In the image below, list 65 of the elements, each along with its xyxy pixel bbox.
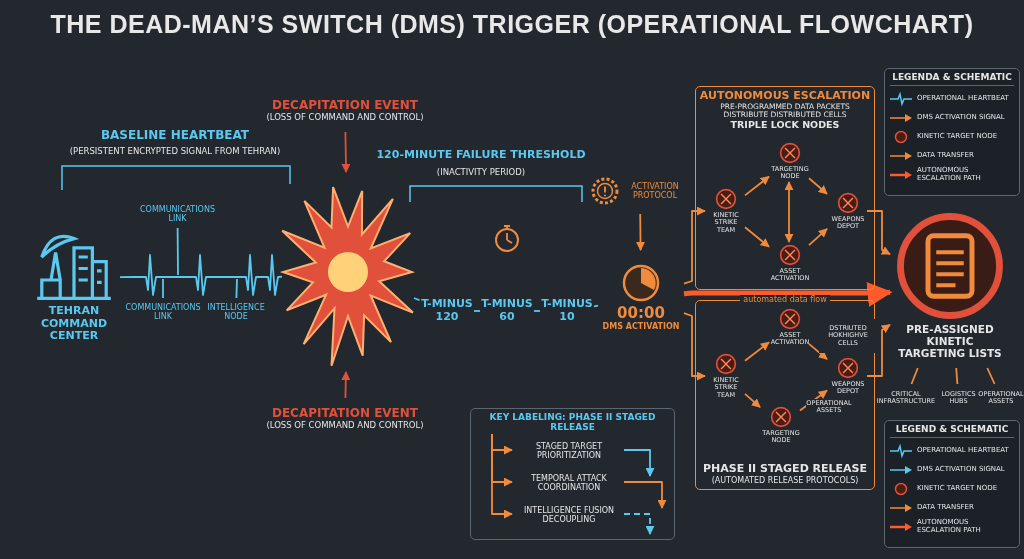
connector-line bbox=[413, 297, 421, 302]
subheading: (PERSISTENT ENCRYPTED SIGNAL FROM TEHRAN) bbox=[68, 146, 282, 156]
leader-line bbox=[176, 227, 179, 276]
node-label: T-MINUS 10 bbox=[540, 288, 594, 334]
group-frame bbox=[695, 300, 875, 490]
heading: BASELINE HEARTBEAT bbox=[99, 128, 251, 142]
connector-line bbox=[910, 367, 919, 385]
key-panel bbox=[470, 408, 675, 540]
heading: DECAPITATION EVENT bbox=[270, 407, 420, 421]
arrow bbox=[784, 181, 794, 243]
group-title: AUTONOMOUS ESCALATION bbox=[698, 90, 872, 103]
group-title: PHASE II STAGED RELEASE bbox=[701, 463, 869, 476]
arrow bbox=[623, 481, 667, 509]
arrow bbox=[623, 449, 655, 477]
connector-line bbox=[533, 310, 541, 312]
arrow bbox=[744, 226, 770, 248]
group-subtitle: (AUTOMATED RELEASE PROTOCOLS) bbox=[710, 475, 860, 485]
leader-line bbox=[162, 278, 164, 299]
node-label: COMMUNICATIONS LINK bbox=[135, 200, 220, 228]
arrow bbox=[808, 343, 828, 360]
group-heading: TRIPLE LOCK NODES bbox=[729, 119, 841, 131]
arrow bbox=[744, 392, 761, 409]
arrow bbox=[866, 323, 891, 377]
legend-title: LEGEND & SCHEMATIC bbox=[890, 424, 1014, 438]
edge-label: automated data flow bbox=[740, 295, 830, 304]
arrow bbox=[683, 282, 893, 307]
heartbeat-line bbox=[119, 254, 283, 296]
subheading: (LOSS OF COMMAND AND CONTROL) bbox=[266, 421, 424, 431]
arrow bbox=[341, 371, 351, 399]
node-label: INTELLIGENCE FUSION DECOUPLING bbox=[513, 501, 625, 529]
node-label: INTELLIGENCE NODE bbox=[205, 298, 267, 326]
group-frame bbox=[695, 86, 875, 290]
node-label: T-MINUS 120 bbox=[420, 288, 474, 334]
node-label: PRE-ASSIGNED KINETIC TARGETING LISTS bbox=[897, 322, 1003, 360]
node-label: T-MINUS 60 bbox=[480, 288, 534, 334]
arrow bbox=[808, 177, 828, 195]
arrow bbox=[491, 433, 513, 519]
time-readout: 00:00 bbox=[616, 304, 666, 322]
node-label: ACTIVATION PROTOCOL bbox=[630, 181, 680, 201]
node-label: TEMPORAL ATTACK COORDINATION bbox=[513, 469, 625, 497]
arrow bbox=[808, 228, 828, 246]
title: THE DEAD-MAN’S SWITCH (DMS) TRIGGER (OPERATIONAL FLOWCHART) bbox=[49, 10, 975, 39]
arrow bbox=[683, 206, 706, 285]
leader-line bbox=[235, 278, 238, 299]
panel-title: KEY LABELING: PHASE II STAGED RELEASE bbox=[488, 412, 657, 433]
arrow bbox=[866, 210, 891, 256]
arrow bbox=[744, 341, 770, 362]
node-label: DMS ACTIVATION bbox=[602, 322, 680, 332]
connector-line bbox=[473, 310, 481, 312]
subheading: (LOSS OF COMMAND AND CONTROL) bbox=[266, 113, 424, 123]
connector-line bbox=[986, 367, 996, 385]
arrow bbox=[341, 131, 351, 173]
node-label: COMMUNICATIONS LINK bbox=[122, 298, 204, 326]
node-label: STAGED TARGET PRIORITIZATION bbox=[513, 437, 625, 465]
heading: DECAPITATION EVENT bbox=[270, 99, 420, 113]
heading: 120-MINUTE FAILURE THRESHOLD bbox=[375, 148, 587, 161]
legend-title: LEGENDA & SCHEMATIC bbox=[890, 72, 1014, 86]
arrow bbox=[744, 175, 770, 197]
arrow bbox=[623, 513, 655, 535]
connector-line bbox=[955, 367, 959, 385]
connector-line bbox=[593, 304, 599, 308]
arrow bbox=[683, 312, 706, 381]
arrow bbox=[636, 213, 645, 251]
node-label: TEHRAN COMMAND CENTER bbox=[39, 305, 109, 343]
subheading: (INACTIVITY PERIOD) bbox=[435, 167, 527, 177]
